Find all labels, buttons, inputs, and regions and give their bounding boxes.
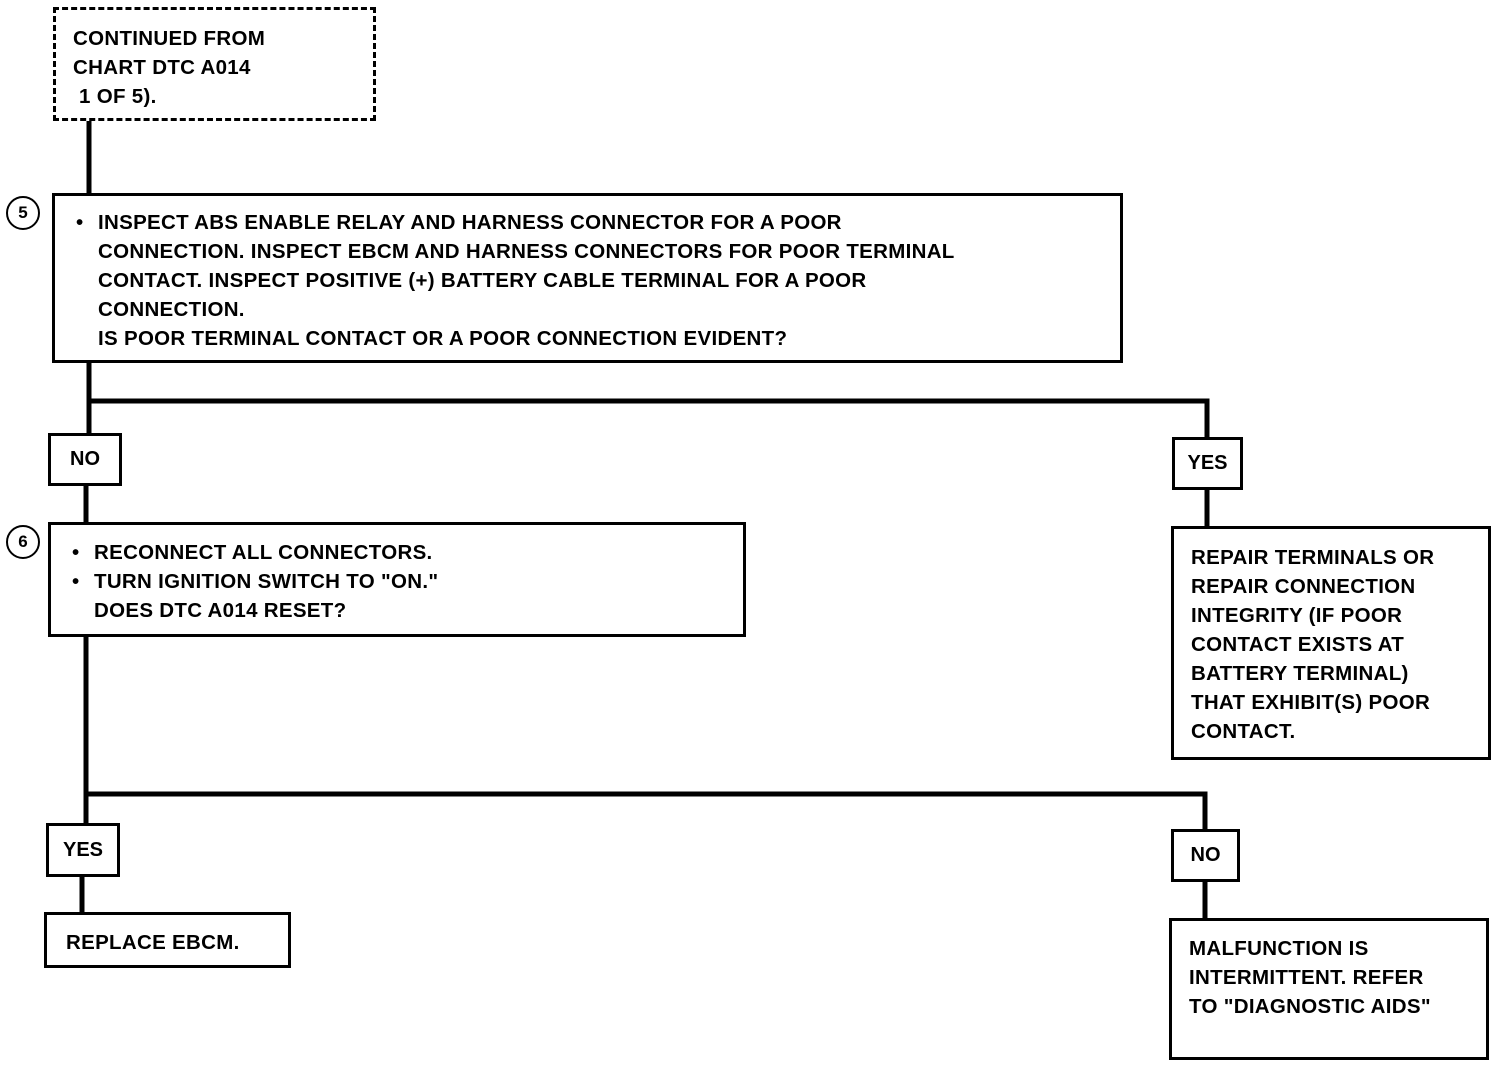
- step-6-bullet: TURN IGNITION SWITCH TO "ON.": [68, 567, 743, 596]
- malfunction-line: TO "DIAGNOSTIC AIDS": [1189, 995, 1431, 1018]
- repair-line: REPAIR TERMINALS OR: [1191, 546, 1435, 569]
- connector-step6-to-no: [83, 791, 1208, 832]
- step-6-no-tag: NO: [1171, 829, 1240, 882]
- continued-from-line: CHART DTC A014: [73, 56, 251, 79]
- step-5-box: INSPECT ABS ENABLE RELAY AND HARNESS CON…: [52, 193, 1123, 363]
- step-5-number: 5: [18, 203, 28, 222]
- step-6-no-label: NO: [1190, 844, 1221, 866]
- replace-ebcm-text: REPLACE EBCM.: [66, 931, 240, 954]
- repair-line: REPAIR CONNECTION: [1191, 575, 1416, 598]
- repair-box: REPAIR TERMINALS OR REPAIR CONNECTION IN…: [1171, 526, 1491, 760]
- continued-from-box: CONTINUED FROM CHART DTC A014 1 OF 5).: [53, 7, 376, 121]
- step-6-box: RECONNECT ALL CONNECTORS. TURN IGNITION …: [48, 522, 746, 637]
- step-5-question: IS POOR TERMINAL CONTACT OR A POOR CONNE…: [98, 327, 788, 350]
- step-6-bullet: RECONNECT ALL CONNECTORS.: [68, 538, 743, 567]
- repair-line: INTEGRITY (IF POOR: [1191, 604, 1403, 627]
- malfunction-box: MALFUNCTION IS INTERMITTENT. REFER TO "D…: [1169, 918, 1489, 1060]
- repair-line: BATTERY TERMINAL): [1191, 662, 1409, 685]
- step-5-text-line: CONNECTION. INSPECT EBCM AND HARNESS CON…: [98, 240, 955, 263]
- connector-step5-to-yes: [86, 398, 1210, 440]
- step-6-yes-tag: YES: [46, 823, 120, 877]
- step-6-bullet-text: RECONNECT ALL CONNECTORS.: [94, 541, 433, 564]
- step-5-text-line: CONTACT. INSPECT POSITIVE (+) BATTERY CA…: [98, 269, 867, 292]
- repair-line: CONTACT.: [1191, 720, 1296, 743]
- step-6-yes-label: YES: [62, 838, 104, 861]
- continued-from-line: CONTINUED FROM: [73, 27, 266, 50]
- step-6-marker: 6: [6, 525, 40, 559]
- step-5-bullet: INSPECT ABS ENABLE RELAY AND HARNESS CON…: [72, 208, 1120, 237]
- malfunction-line: INTERMITTENT. REFER: [1189, 966, 1424, 989]
- step-5-no-label: NO: [70, 448, 100, 470]
- repair-line: THAT EXHIBIT(S) POOR: [1191, 691, 1431, 714]
- step-6-number: 6: [18, 532, 28, 551]
- repair-line: CONTACT EXISTS AT: [1191, 633, 1405, 656]
- replace-ebcm-box: REPLACE EBCM.: [44, 912, 291, 968]
- step-6-question: DOES DTC A014 RESET?: [94, 599, 347, 622]
- continued-from-line: 1 OF 5).: [73, 85, 157, 108]
- step-5-text-line: INSPECT ABS ENABLE RELAY AND HARNESS CON…: [98, 211, 842, 234]
- step-5-marker: 5: [6, 196, 40, 230]
- step-5-no-tag: NO: [48, 433, 122, 486]
- step-5-yes-label: YES: [1187, 452, 1228, 474]
- step-5-text-line: CONNECTION.: [98, 298, 245, 321]
- malfunction-line: MALFUNCTION IS: [1189, 937, 1369, 960]
- step-6-bullet-text: TURN IGNITION SWITCH TO "ON.": [94, 570, 439, 593]
- step-5-yes-tag: YES: [1172, 437, 1243, 490]
